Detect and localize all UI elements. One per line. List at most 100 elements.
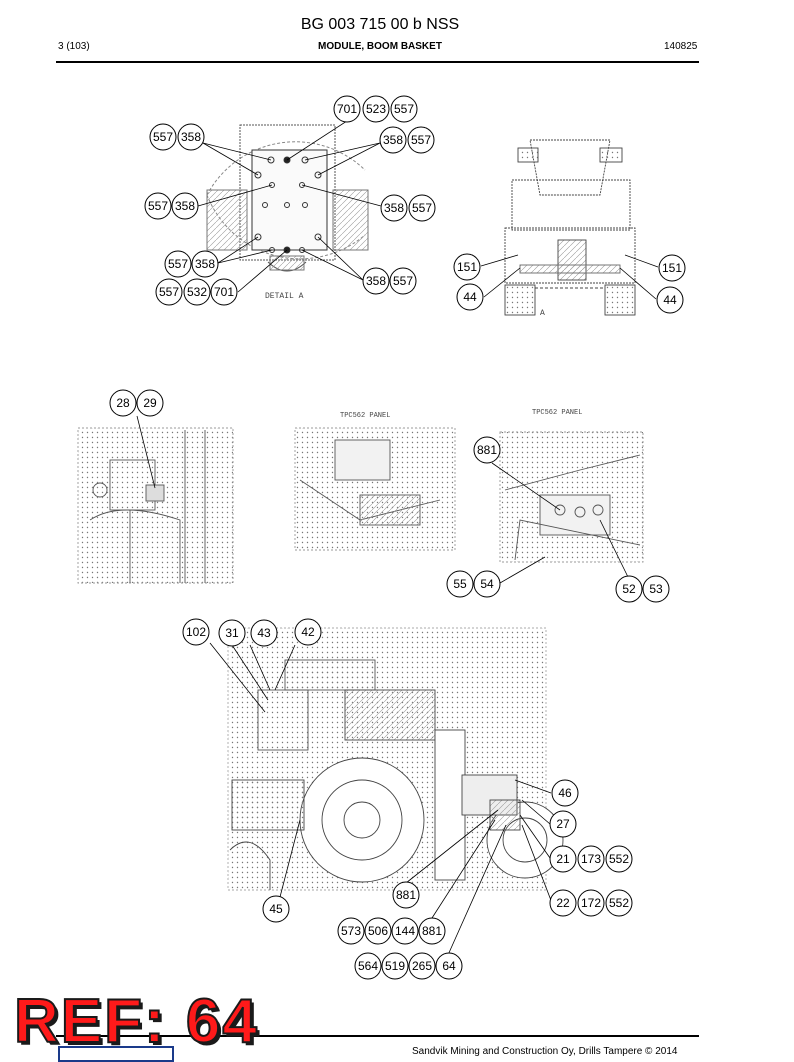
svg-text:557: 557 [159,285,179,299]
svg-text:881: 881 [477,443,497,457]
svg-text:557: 557 [153,130,173,144]
callout-358: 358 [191,250,219,278]
callout-552: 552 [605,889,633,917]
svg-text:46: 46 [558,786,572,800]
svg-text:701: 701 [337,102,357,116]
callout-358: 358 [171,192,199,220]
leader-lines [136,118,659,956]
svg-text:28: 28 [116,396,130,410]
svg-text:358: 358 [181,130,201,144]
callout-557: 557 [155,278,183,306]
callout-557: 557 [149,123,177,151]
footer-copyright: Sandvik Mining and Construction Oy, Dril… [412,1046,678,1057]
module-name: MODULE, BOOM BASKET [318,41,442,52]
svg-text:52: 52 [622,582,636,596]
svg-text:557: 557 [412,201,432,215]
svg-text:54: 54 [480,577,494,591]
svg-text:552: 552 [609,852,629,866]
callout-557: 557 [144,192,172,220]
callout-64: 64 [435,952,463,980]
svg-text:42: 42 [301,625,315,639]
tpc562-panel-view-1 [294,427,456,551]
callout-balloons: 701 523 557 557 358 358 557 557 358 358 … [109,95,686,980]
callout-506: 506 [364,917,392,945]
svg-text:358: 358 [383,133,403,147]
svg-text:881: 881 [396,888,416,902]
svg-text:102: 102 [186,625,206,639]
callout-22: 22 [549,889,577,917]
callout-46: 46 [551,779,579,807]
svg-text:358: 358 [366,274,386,288]
svg-text:43: 43 [257,626,271,640]
document-title: BG 003 715 00 b NSS [300,16,460,33]
callout-532: 532 [183,278,211,306]
svg-text:557: 557 [393,274,413,288]
svg-text:144: 144 [395,924,415,938]
document-code: 140825 [664,41,698,52]
svg-text:29: 29 [143,396,157,410]
callout-358: 358 [177,123,205,151]
svg-text:27: 27 [556,817,570,831]
cabin-interior-view [77,427,234,584]
callout-151: 151 [453,253,481,281]
callout-881: 881 [473,436,501,464]
machine-side-view [227,627,564,891]
tpc562-caption-2: TPC562 PANEL [532,409,582,417]
callout-564: 564 [354,952,382,980]
svg-text:151: 151 [457,260,477,274]
svg-text:173: 173 [581,852,601,866]
svg-text:557: 557 [148,199,168,213]
svg-text:64: 64 [442,959,456,973]
svg-text:172: 172 [581,896,601,910]
svg-text:151: 151 [662,261,682,275]
callout-144: 144 [391,917,419,945]
tpc562-panel-view-2 [499,431,644,563]
svg-text:532: 532 [187,285,207,299]
detail-a-caption: DETAIL A [265,292,304,301]
callout-42: 42 [294,618,322,646]
svg-text:557: 557 [411,133,431,147]
svg-text:552: 552 [609,896,629,910]
svg-text:265: 265 [412,959,432,973]
detail-a-view [206,124,369,272]
callout-27: 27 [549,810,577,838]
svg-text:564: 564 [358,959,378,973]
company-logo [58,1046,174,1062]
svg-text:557: 557 [394,102,414,116]
svg-text:358: 358 [384,201,404,215]
svg-text:701: 701 [214,285,234,299]
callout-265: 265 [408,952,436,980]
callout-358: 358 [379,126,407,154]
callout-557: 557 [389,267,417,295]
callout-557: 557 [164,250,192,278]
callout-172: 172 [577,889,605,917]
callout-44: 44 [656,286,684,314]
svg-text:21: 21 [556,852,570,866]
callout-552: 552 [605,845,633,873]
callout-173: 173 [577,845,605,873]
header-rule [56,61,699,63]
callout-53: 53 [642,575,670,603]
view-a-caption: A [540,309,545,318]
svg-text:557: 557 [168,257,188,271]
svg-text:53: 53 [649,582,663,596]
svg-text:358: 358 [175,199,195,213]
footer-rule [56,1035,699,1037]
callout-28: 28 [109,389,137,417]
callout-573: 573 [337,917,365,945]
ref-label: REF: 64 [13,986,259,1057]
callout-881: 881 [392,881,420,909]
svg-text:44: 44 [463,290,477,304]
callout-54: 54 [473,570,501,598]
svg-text:22: 22 [556,896,570,910]
callout-701: 701 [210,278,238,306]
svg-text:573: 573 [341,924,361,938]
callout-523: 523 [362,95,390,123]
svg-text:55: 55 [453,577,467,591]
svg-text:44: 44 [663,293,677,307]
callout-557: 557 [408,194,436,222]
callout-55: 55 [446,570,474,598]
callout-31: 31 [218,619,246,647]
rear-machine-view [504,139,636,316]
